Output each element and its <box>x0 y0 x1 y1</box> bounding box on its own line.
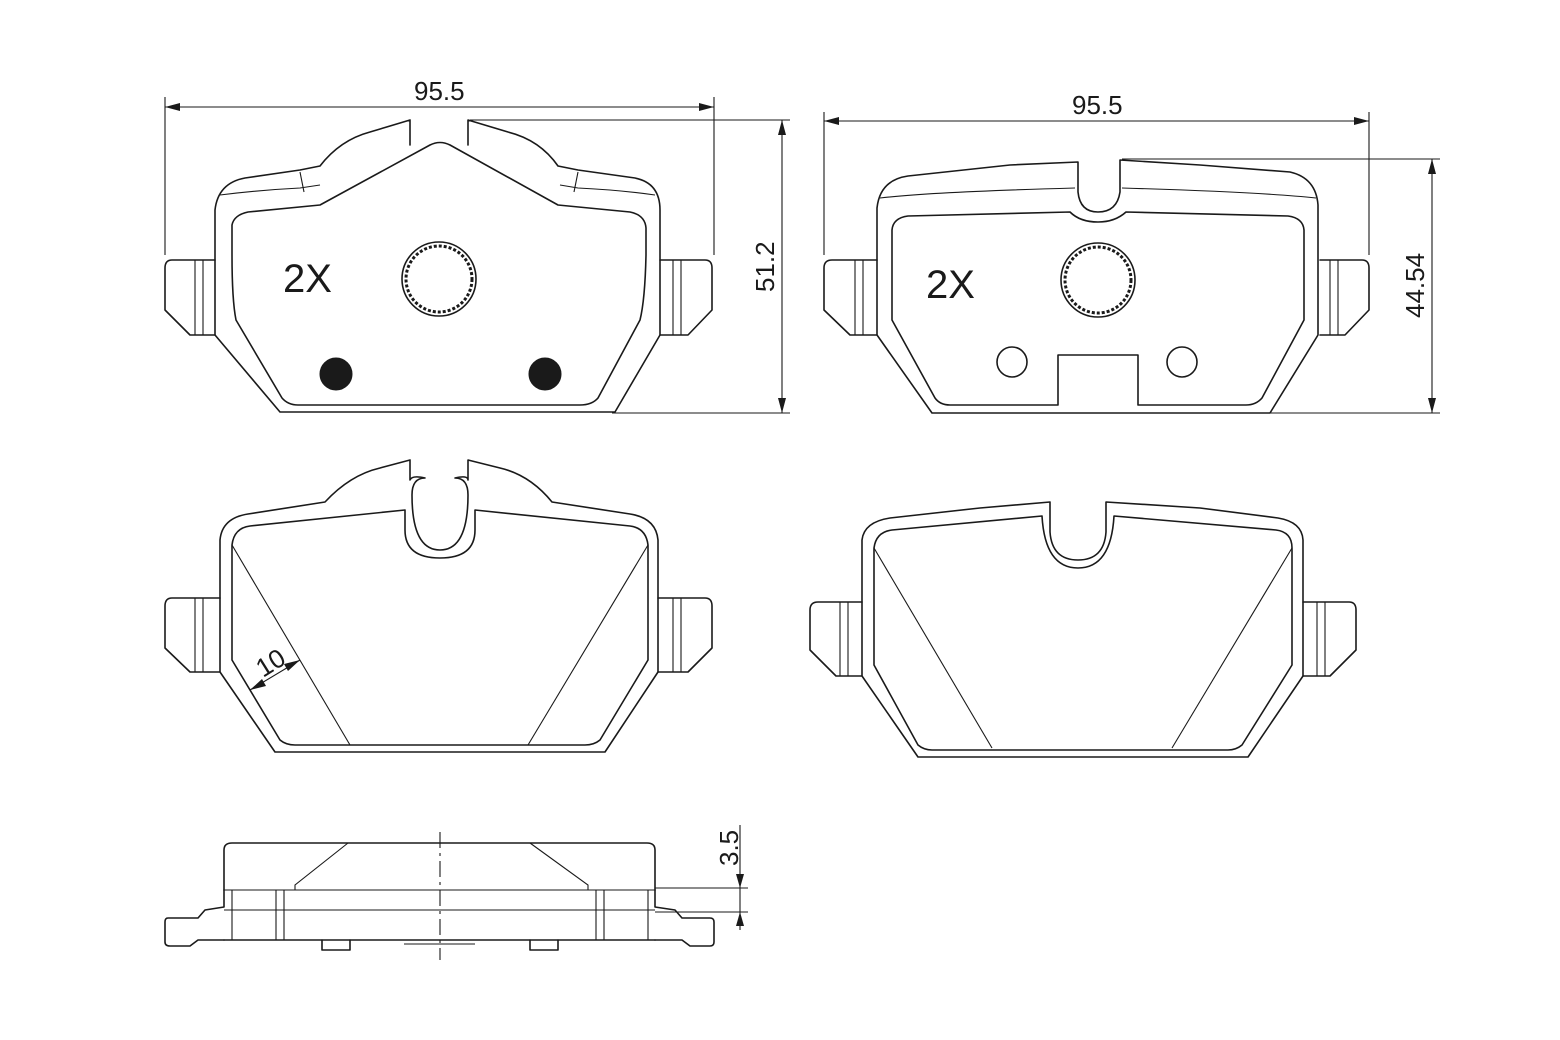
dim-width-top-right: 95.5 <box>823 90 1370 255</box>
dim-height-top-left: 51.2 <box>470 119 790 414</box>
pad-middle-left: 10 <box>164 459 713 753</box>
pad-middle-right <box>809 501 1357 758</box>
pad-top-left: 2X <box>164 119 713 413</box>
qty-label-right: 2X <box>926 263 975 307</box>
pad-top-right: 2X <box>823 159 1370 414</box>
dim-label-height: 44.54 <box>1400 253 1430 318</box>
dim-label-wear: 10 <box>250 642 290 683</box>
dim-label-height: 51.2 <box>750 241 780 292</box>
qty-label-left: 2X <box>283 257 332 301</box>
dim-label-width: 95.5 <box>1072 90 1123 120</box>
dim-width-top-left: 95.5 <box>164 76 715 255</box>
dim-label-thickness: 3.5 <box>714 830 744 866</box>
dim-label-width: 95.5 <box>414 76 465 106</box>
dim-height-top-right: 44.54 <box>1122 158 1440 414</box>
pad-side-view: 3.5 <box>164 825 748 960</box>
